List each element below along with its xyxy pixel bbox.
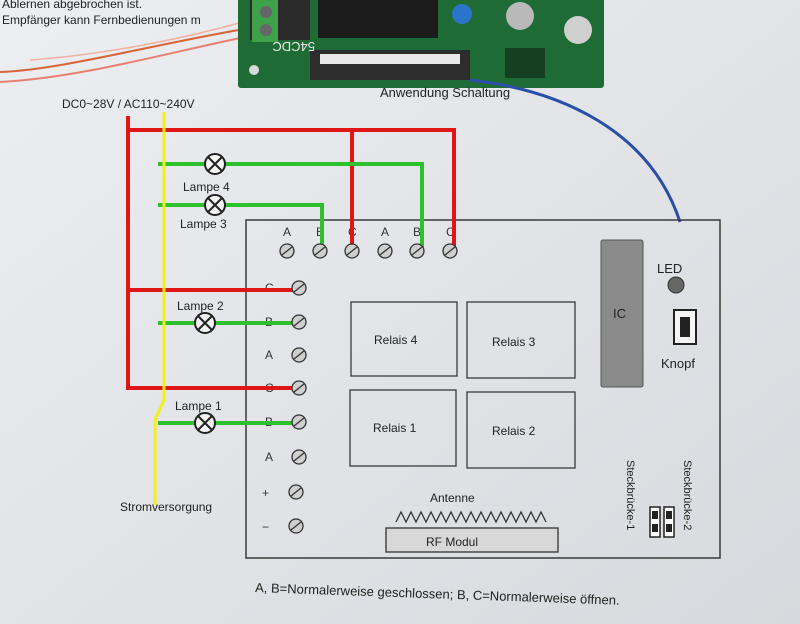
lamp-2-icon bbox=[194, 312, 216, 334]
lamp-4-label: Lampe 4 bbox=[183, 180, 230, 194]
jumper-1[interactable] bbox=[649, 506, 661, 538]
top-terminal-5[interactable] bbox=[409, 243, 425, 259]
side-terminal-6[interactable] bbox=[291, 449, 307, 465]
side-terminal-8[interactable] bbox=[288, 518, 304, 534]
relay-4-label: Relais 4 bbox=[374, 333, 418, 347]
relay-3-label: Relais 3 bbox=[492, 335, 536, 349]
side-terminal-4[interactable] bbox=[291, 380, 307, 396]
side-terminal-1[interactable] bbox=[291, 280, 307, 296]
side-terminals bbox=[288, 280, 307, 534]
side-terminal-label-6: A bbox=[265, 450, 273, 464]
relay-2-label: Relais 2 bbox=[492, 424, 536, 438]
jumper-2[interactable] bbox=[663, 506, 675, 538]
cable-bundle bbox=[0, 19, 251, 83]
rf-module bbox=[385, 527, 559, 553]
button-label: Knopf bbox=[661, 356, 695, 371]
top-terminal-label-6: C bbox=[446, 225, 455, 239]
relay-1: Relais 1 bbox=[349, 389, 457, 467]
green-wires bbox=[158, 162, 424, 425]
pcb-label: 54CDC bbox=[272, 39, 315, 54]
side-terminal-2[interactable] bbox=[291, 314, 307, 330]
lamp-3-label: Lampe 3 bbox=[180, 217, 227, 231]
top-terminal-2[interactable] bbox=[312, 243, 328, 259]
relay-3: Relais 3 bbox=[466, 301, 576, 379]
relay-4: Relais 4 bbox=[350, 301, 458, 377]
power-label: DC0~28V / AC110~240V bbox=[62, 97, 195, 111]
ic-label: IC bbox=[613, 306, 626, 321]
top-terminal-label-5: B bbox=[413, 225, 421, 239]
side-terminal-label-7: + bbox=[262, 486, 269, 500]
top-terminal-3[interactable] bbox=[344, 243, 360, 259]
top-terminal-4[interactable] bbox=[377, 243, 393, 259]
side-terminal-3[interactable] bbox=[291, 347, 307, 363]
side-terminal-7[interactable] bbox=[288, 484, 304, 500]
lamp-2-label: Lampe 2 bbox=[177, 299, 224, 313]
side-terminal-label-3: A bbox=[265, 348, 273, 362]
yellow-wire bbox=[153, 112, 166, 505]
top-terminal-label-1: A bbox=[283, 225, 291, 239]
top-terminal-label-4: A bbox=[381, 225, 389, 239]
supply-label: Stromversorgung bbox=[120, 500, 212, 514]
lamp-1-label: Lampe 1 bbox=[175, 399, 222, 413]
pcb-board bbox=[238, 0, 604, 88]
antenna-label: Antenne bbox=[430, 491, 475, 505]
blue-wire bbox=[469, 78, 682, 223]
top-terminals bbox=[279, 243, 458, 259]
top-terminal-1[interactable] bbox=[279, 243, 295, 259]
lamp-1-icon bbox=[194, 412, 216, 434]
led-indicator bbox=[667, 276, 685, 294]
relay-2: Relais 2 bbox=[466, 391, 576, 469]
top-terminal-6[interactable] bbox=[442, 243, 458, 259]
header-text-line1: Ablernen abgebrochen ist. bbox=[2, 0, 142, 11]
lamp-4-icon bbox=[204, 153, 226, 175]
lamp-3-icon bbox=[204, 194, 226, 216]
jumper-2-label: Steckbrücke-2 bbox=[681, 460, 693, 530]
button-knopf-inner bbox=[680, 317, 690, 337]
rf-label: RF Modul bbox=[426, 535, 478, 549]
red-wires bbox=[126, 116, 456, 390]
relay-1-label: Relais 1 bbox=[373, 421, 417, 435]
jumper-1-label: Steckbrücke-1 bbox=[624, 460, 636, 530]
pcb-caption: Anwendung Schaltung bbox=[380, 85, 510, 100]
ic-chip bbox=[600, 239, 644, 388]
header-text-line2: Empfänger kann Fernbedienungen m bbox=[2, 13, 201, 27]
antenna-coil bbox=[395, 510, 547, 524]
led-label: LED bbox=[657, 261, 682, 276]
side-terminal-5[interactable] bbox=[291, 414, 307, 430]
side-terminal-label-8: − bbox=[262, 520, 269, 534]
